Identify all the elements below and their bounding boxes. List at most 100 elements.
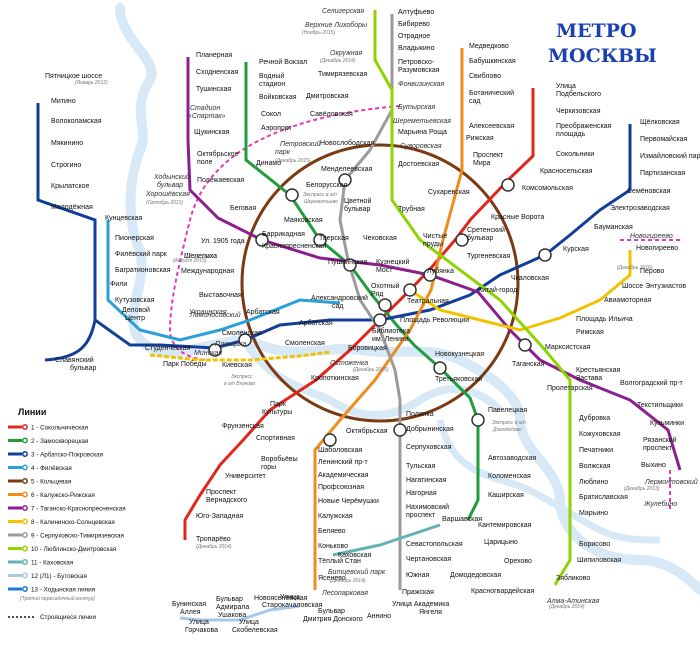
- station-label: Волжская: [579, 463, 611, 470]
- station-label: Нагорная: [406, 490, 437, 497]
- station-label: Площадь Ильича: [576, 316, 633, 323]
- station-label: Смоленская: [222, 330, 262, 337]
- opening-date-note: (Декабрь 2014): [320, 58, 356, 64]
- station-label: Цветной: [344, 197, 371, 205]
- station-label: Кантемировская: [478, 522, 532, 529]
- station-label: Арбатская: [299, 319, 333, 327]
- station-label: Красные Ворота: [491, 214, 544, 221]
- station-label: Митино: [51, 98, 76, 105]
- station-label: Ботанический: [469, 89, 514, 97]
- legend-title: Линии: [18, 407, 46, 417]
- legend-station-dot: [22, 545, 28, 552]
- planned-station-label: Селигерская: [322, 8, 364, 15]
- planned-station-label: Хорошёвская: [145, 191, 190, 198]
- station-label: Савёловская: [310, 111, 353, 118]
- station-label: Подбельского: [556, 90, 601, 98]
- station-label: Достоевская: [398, 161, 439, 168]
- station-label: Калужская: [318, 513, 353, 520]
- station-label: Улица: [189, 619, 209, 626]
- station-label: Улица: [239, 619, 259, 626]
- planned-station-label: Лермонтовский: [644, 478, 698, 486]
- station-label: Серпуховская: [406, 444, 452, 451]
- station-label: Сокольники: [556, 151, 594, 158]
- station-label: Фили: [110, 281, 127, 288]
- station-label: Китай-город: [478, 286, 517, 294]
- station-label: Полежаевская: [197, 177, 244, 184]
- station-label: Янгеля: [419, 609, 442, 616]
- station-label: Тёплый Стан: [318, 557, 361, 565]
- station-label: Проспект: [473, 152, 504, 159]
- station-label: Люблино: [579, 478, 608, 486]
- station-label: Курская: [563, 246, 589, 253]
- line-2: [244, 62, 480, 521]
- station-label: Новогиреево: [636, 245, 678, 252]
- station-label: Братиславская: [579, 494, 628, 501]
- station-label: Крылатское: [51, 183, 89, 190]
- station-label: Центр: [125, 315, 145, 322]
- station-label: Октябрьское: [197, 150, 239, 158]
- planned-station-label: Суворовская: [400, 143, 442, 150]
- station-label: Багратионовская: [115, 267, 171, 274]
- opening-date-note: (Декабрь 2014): [196, 544, 232, 550]
- station-label: Кропоткинская: [311, 375, 359, 382]
- station-label: Измайловский парк: [640, 152, 700, 160]
- station-label: Кутузовская: [115, 297, 155, 304]
- station-label: Сокол: [261, 111, 281, 118]
- station-label: Перово: [640, 268, 664, 275]
- legend-station-dot: [22, 424, 28, 430]
- station-label: Войковская: [259, 93, 297, 101]
- station-label: Парк Победы: [163, 360, 207, 368]
- station-label: Дубровка: [579, 414, 610, 422]
- station-label: Новоясеневская: [254, 595, 308, 602]
- station-label: Царицыно: [484, 539, 518, 546]
- station-label: Варшавская: [442, 516, 482, 523]
- station-label: Павелецкая: [488, 407, 527, 414]
- station-label: Шелепиха: [184, 253, 217, 260]
- station-label: Выхино: [641, 462, 666, 469]
- legend-station-dot: [22, 532, 28, 538]
- station-label: Тимирязевская: [318, 71, 367, 78]
- station-label: Чкаловская: [511, 275, 549, 282]
- station-label: Алексеевская: [469, 123, 514, 130]
- station-label: Застава: [576, 375, 602, 382]
- opening-date-note: (Декабрь 2015): [353, 367, 389, 373]
- express-note: Шереметьево: [304, 199, 338, 205]
- station-label: Кузнецкий: [376, 258, 410, 266]
- station-label: Пушкинская: [328, 259, 368, 266]
- station-label: Менделеевская: [321, 166, 373, 173]
- station-label: Марьина Роща: [398, 129, 447, 136]
- station-label: Динамо: [256, 160, 281, 167]
- station-label: Щёлковская: [640, 119, 680, 126]
- station-label: Домодедовская: [450, 572, 501, 579]
- station-label: Культуры: [262, 409, 292, 416]
- station-label: Строгино: [51, 162, 81, 169]
- station-label: Адмирала: [216, 604, 249, 611]
- station-label: бульвар: [344, 205, 370, 213]
- express-note: Экспресс: [231, 374, 253, 380]
- station-label: Крестьянская: [576, 367, 620, 374]
- line-11: [332, 523, 441, 557]
- planned-station-label: «Спартак»: [188, 113, 226, 120]
- legend-station-dot: [22, 437, 28, 444]
- station-label: Горчакова: [185, 627, 218, 634]
- station-label: Владыкино: [398, 45, 435, 52]
- station-label: Тверская: [319, 235, 349, 242]
- planned-station-label: парк: [275, 149, 291, 156]
- station-label: поле: [197, 159, 213, 166]
- station-label: Третьяковская: [435, 376, 482, 383]
- transfer-nodes: [208, 173, 552, 447]
- station-label: Славянский: [55, 356, 94, 364]
- station-label: Чистые: [423, 233, 447, 240]
- station-label: Бибирево: [398, 20, 430, 28]
- legend-item-label: 6 - Калужско-Рижская: [31, 492, 95, 499]
- station-label: Воробьёвы: [261, 455, 298, 463]
- station-label: Добрынинская: [406, 425, 454, 433]
- express-note: Экспресс в а/п: [303, 192, 337, 198]
- station-label: Волоколамская: [51, 118, 102, 125]
- opening-date-note: (Декабрь 2014): [330, 578, 366, 584]
- station-label: пруды: [423, 241, 443, 248]
- planned-station-label: Битцевский парк: [328, 568, 386, 576]
- line-8-west: [149, 350, 331, 362]
- station-label: Кожуховская: [579, 431, 621, 438]
- station-label: Планерная: [196, 52, 232, 59]
